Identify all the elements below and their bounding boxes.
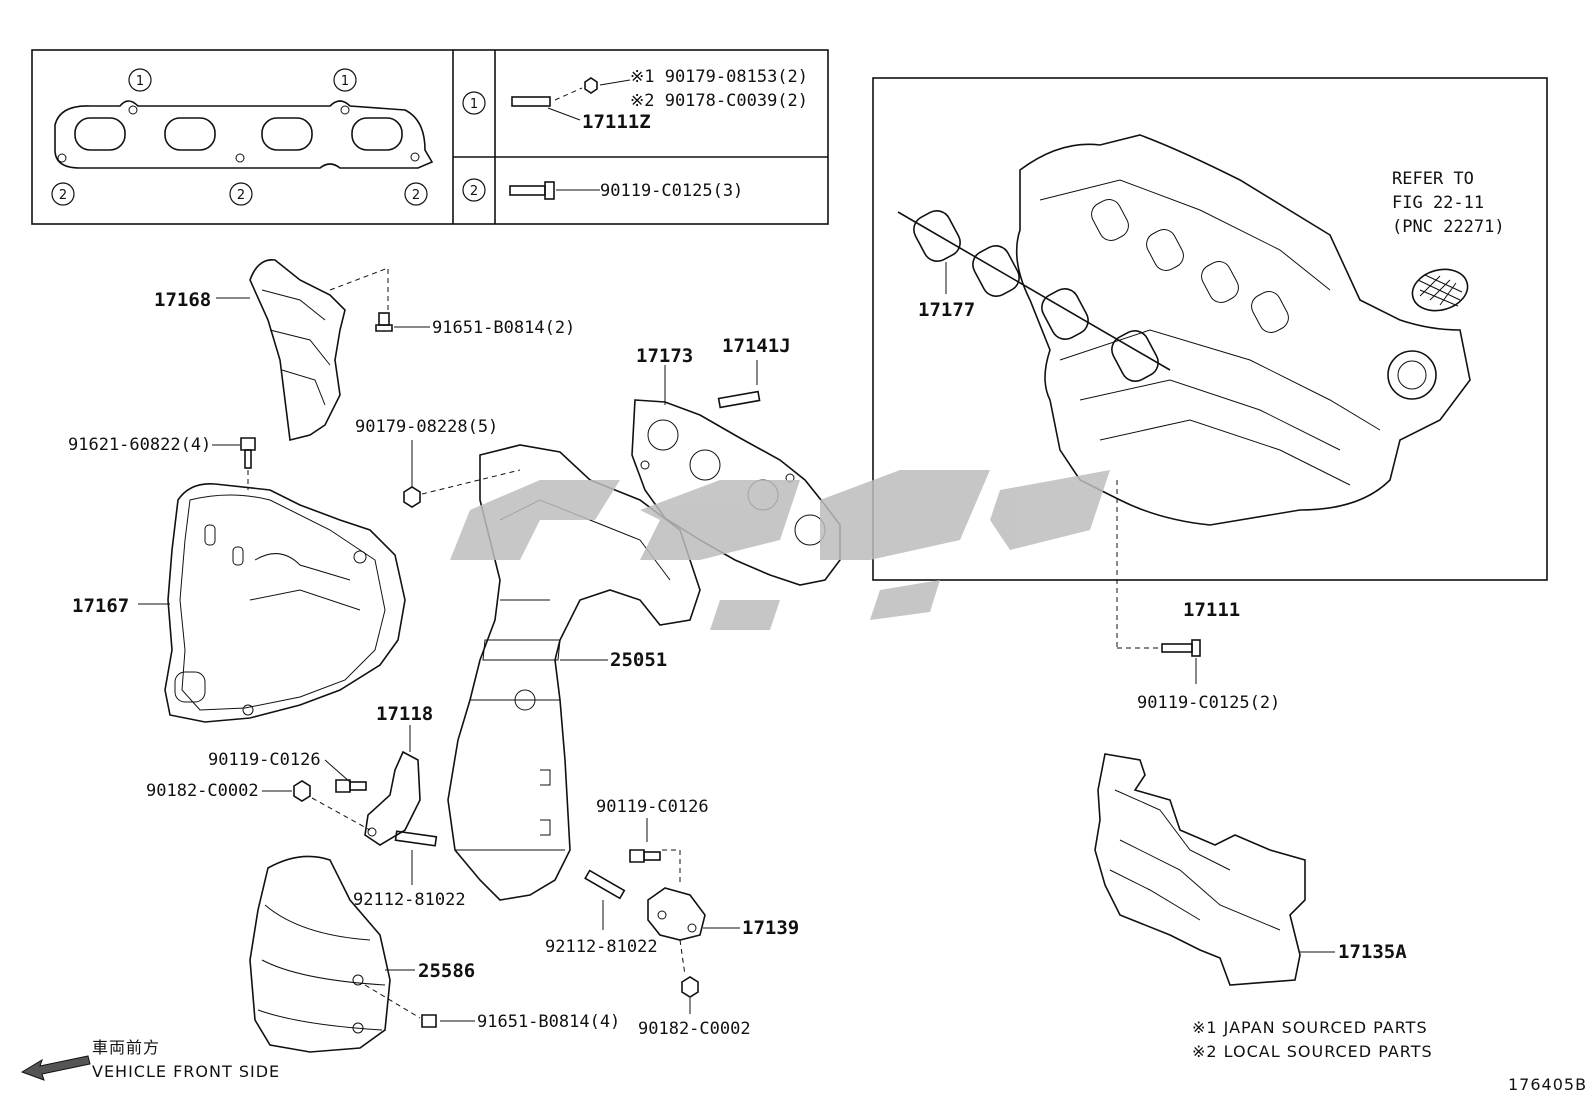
row1-part: 17111Z [582, 111, 651, 133]
callout-2: 2 [412, 188, 420, 203]
heat-shield-25586 [249, 855, 391, 1053]
label-90119-c0126-a: 90119-C0126 [208, 750, 321, 770]
bolt-icon [240, 437, 256, 451]
callout-2: 2 [237, 188, 245, 203]
bolt-icon [335, 779, 351, 793]
stud-icon [584, 869, 626, 900]
callout-circle-1 [128, 68, 152, 92]
refer-to-line1: REFER TO [1392, 169, 1474, 189]
vehicle-front-en: VEHICLE FRONT SIDE [92, 1062, 280, 1081]
bolt-icon [1161, 643, 1193, 653]
label-17135a: 17135A [1338, 941, 1407, 963]
note-local-sourced: ※2 LOCAL SOURCED PARTS [1192, 1042, 1433, 1061]
bolt-icon [629, 849, 645, 863]
bracket-17139 [647, 887, 706, 941]
label-90119-c0125-2: 90119-C0125(2) [1137, 693, 1280, 713]
label-90182-c0002-a: 90182-C0002 [146, 781, 259, 801]
heat-shield-17168 [249, 259, 346, 441]
legend-table: 1 1 2 2 2 1 2 ※1 90179-08153(2) ※2 90178… [31, 49, 829, 225]
label-17168: 17168 [154, 289, 211, 311]
callout-2: 2 [59, 188, 67, 203]
label-90119-c0126-b: 90119-C0126 [596, 797, 709, 817]
note-japan-sourced: ※1 JAPAN SOURCED PARTS [1192, 1018, 1428, 1037]
callout-1: 1 [136, 74, 144, 89]
row2-part: 90119-C0125(3) [600, 181, 743, 201]
gasket-sketch [54, 100, 434, 169]
label-17167: 17167 [72, 595, 129, 617]
label-25586: 25586 [418, 960, 475, 982]
label-92112-81022-a: 92112-81022 [353, 890, 466, 910]
watermark-logo [450, 470, 1110, 630]
row-key-2: 2 [470, 184, 478, 199]
label-17177: 17177 [918, 299, 975, 321]
label-91651-b0814-4: 91651-B0814(4) [477, 1012, 620, 1032]
label-25051: 25051 [610, 649, 667, 671]
heat-insulator-17167 [164, 483, 406, 723]
row-key-1: 1 [470, 97, 478, 112]
vehicle-front-arrow-icon [20, 1055, 91, 1081]
nut-icon [584, 77, 598, 94]
stud-icon [394, 830, 438, 847]
bracket-17118 [364, 750, 421, 846]
vehicle-front-jp: 車両前方 [92, 1038, 160, 1057]
drawing-number: 176405B [1508, 1075, 1587, 1094]
label-17139: 17139 [742, 917, 799, 939]
label-91621-60822: 91621-60822(4) [68, 435, 211, 455]
label-17111: 17111 [1183, 599, 1240, 621]
label-90182-c0002-b: 90182-C0002 [638, 1019, 751, 1039]
heat-insulator-17135a [1094, 753, 1306, 986]
row1-note2: ※2 90178-C0039(2) [630, 91, 808, 111]
label-17141j: 17141J [722, 335, 791, 357]
label-90179-08228: 90179-08228(5) [355, 417, 498, 437]
label-91651-b0814-2: 91651-B0814(2) [432, 318, 575, 338]
nut-icon [681, 976, 699, 998]
refer-to-line2: FIG 22-11 [1392, 193, 1484, 213]
row1-note1: ※1 90179-08153(2) [630, 67, 808, 87]
intake-manifold-box: 17177 REFER TO FIG 22-11 (PNC 22271) [872, 77, 1548, 648]
label-92112-81022-b: 92112-81022 [545, 937, 658, 957]
nut-icon [293, 780, 311, 802]
callout-1: 1 [341, 74, 349, 89]
label-17173: 17173 [636, 345, 693, 367]
bolt-icon [421, 1014, 437, 1028]
bolt-icon [378, 312, 390, 326]
stud-icon [511, 96, 551, 107]
nut-icon [403, 486, 421, 508]
intake-manifold [1015, 134, 1471, 526]
bolt-icon [509, 185, 546, 196]
stud-icon [717, 390, 761, 409]
throttle-gasket [1411, 268, 1469, 312]
refer-to-line3: (PNC 22271) [1392, 217, 1505, 237]
label-17118: 17118 [376, 703, 433, 725]
